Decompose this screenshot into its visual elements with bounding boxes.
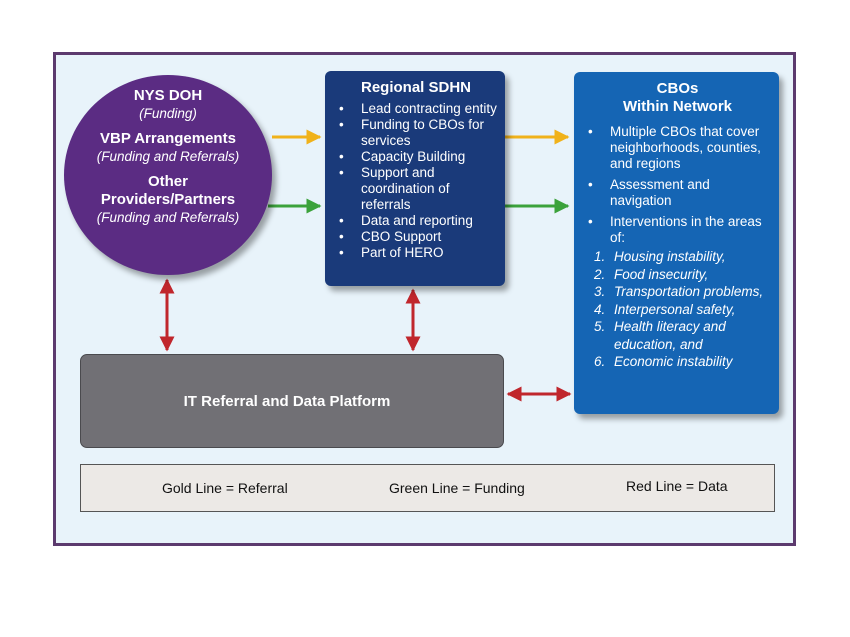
nys-doh-label: NYS DOH [133, 87, 203, 104]
cbo-title-2: Within Network [622, 98, 733, 115]
list-item: Part of HERO [339, 245, 497, 261]
vbp-sub: (Funding and Referrals) [96, 149, 240, 164]
cbo-network-box: CBOs Within Network Multiple CBOs that c… [574, 72, 779, 414]
nys-doh-sub: (Funding) [139, 106, 197, 121]
other-label-2: Providers/Partners [100, 191, 236, 208]
list-item: Interventions in the areas of: [588, 214, 771, 246]
list-item: CBO Support [339, 229, 497, 245]
list-item: Funding to CBOs for services [339, 117, 497, 149]
interventions-list: 1.Housing instability, 2.Food insecurity… [584, 248, 771, 371]
list-item: 5.Health literacy and education, and [594, 319, 726, 352]
list-item: Data and reporting [339, 213, 497, 229]
list-item: Support and coordination of referrals [339, 165, 497, 213]
platform-label: IT Referral and Data Platform [183, 392, 391, 410]
legend-red-label: Red Line = Data [626, 478, 728, 494]
list-item: Capacity Building [339, 149, 497, 165]
list-item: Lead contracting entity [339, 101, 497, 117]
funders-circle: NYS DOH (Funding) VBP Arrangements (Fund… [64, 75, 272, 275]
list-item: 4.Interpersonal safety, [594, 301, 736, 317]
it-platform-box: IT Referral and Data Platform [80, 354, 504, 448]
sdhn-list: Lead contracting entity Funding to CBOs … [335, 101, 497, 261]
vbp-label: VBP Arrangements [100, 130, 236, 147]
list-item: Assessment and navigation [588, 177, 771, 209]
cbo-title-1: CBOs [656, 80, 699, 97]
other-label-1: Other [147, 173, 188, 190]
regional-sdhn-box: Regional SDHN Lead contracting entity Fu… [325, 71, 505, 286]
sdhn-title: Regional SDHN [360, 79, 471, 96]
list-item: 1.Housing instability, [594, 249, 726, 264]
legend-gold-label: Gold Line = Referral [162, 480, 288, 496]
legend: Gold Line = Referral Green Line = Fundin… [80, 464, 775, 512]
list-item: 2.Food insecurity, [594, 266, 709, 282]
list-item: Multiple CBOs that cover neighborhoods, … [588, 124, 771, 172]
cbo-list: Multiple CBOs that cover neighborhoods, … [584, 124, 771, 246]
list-item: 6.Economic instability [594, 354, 733, 369]
legend-green-label: Green Line = Funding [389, 480, 525, 496]
list-item: 3.Transportation problems, [594, 284, 764, 299]
other-sub: (Funding and Referrals) [96, 210, 240, 225]
